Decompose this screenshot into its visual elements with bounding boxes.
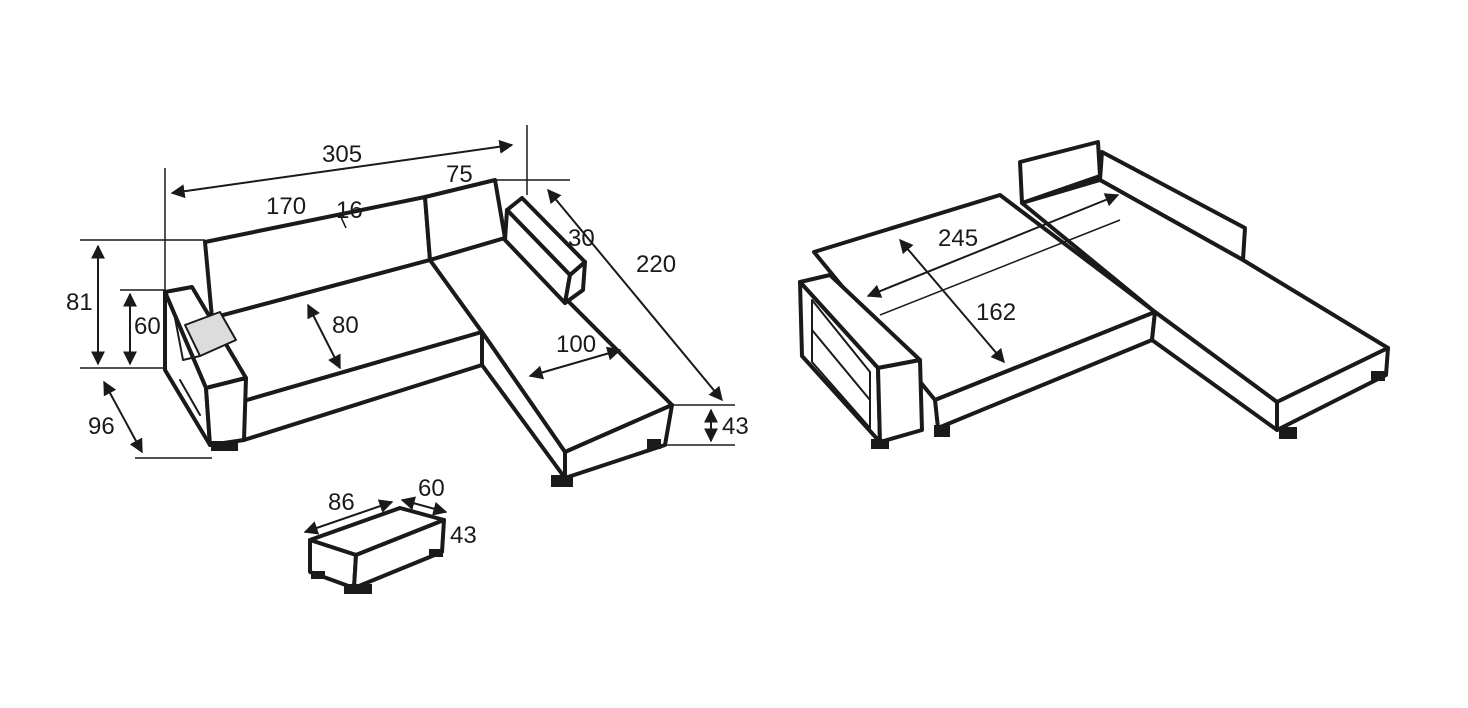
label-sofa-section: 170 [266,193,306,220]
label-bed-length: 245 [938,225,978,252]
bed-armrest-front [876,358,924,444]
label-depth: 96 [88,413,115,440]
dim-220-arrow [547,188,723,402]
ottoman-drawing: 86 60 43 [303,475,477,594]
dim-80-arrow [307,303,341,370]
bed-armrest-shelves [811,299,871,429]
label-armrest-height: 60 [134,313,161,340]
dim-162-arrow [899,238,1005,364]
label-ottoman-length: 86 [328,489,355,516]
label-chaise-inner: 100 [556,331,596,358]
sofa-labels: 305 170 16 75 30 220 81 60 80 100 96 43 [66,141,749,440]
label-overall-width: 305 [322,141,362,168]
extension-lines [80,125,735,459]
ottoman-foot-right [429,549,443,557]
label-chaise-length: 220 [636,251,676,278]
dim-305-arrow [170,139,514,199]
sofa-bed-drawing: 245 162 [798,140,1390,449]
label-chaise-width: 75 [446,161,473,188]
chaise-foot-back [647,439,661,449]
ottoman-foot [344,584,372,594]
left-armrest-front [204,376,248,447]
chaise-foot [551,475,573,487]
bed-foot-chaise [1279,427,1297,439]
label-seat-depth: 80 [332,312,359,339]
bed-foot-mid [934,425,950,437]
bed-foot-end [1371,371,1385,381]
dim-100-arrow [528,346,622,380]
label-ottoman-height: 43 [450,522,477,549]
armrest-shelf [184,311,237,357]
bed-chaise-front [1275,346,1390,432]
dim-96-arrow [103,380,143,454]
sofa-foot [211,441,238,451]
dim-ottoman-width-arrow [400,496,448,516]
dim-16-leader [339,214,347,229]
armrest-shelf-inner [174,317,201,416]
label-backrest-depth: 16 [336,197,363,224]
bed-foot [871,439,889,449]
ottoman-foot-left [311,571,325,579]
label-ottoman-width: 60 [418,475,445,502]
label-seat-height: 43 [722,413,749,440]
dimension-arrows [91,139,723,454]
dim-ottoman-length-arrow [303,499,394,535]
label-bed-width: 162 [976,299,1016,326]
label-armrest: 30 [568,225,595,252]
label-total-height: 81 [66,289,93,316]
